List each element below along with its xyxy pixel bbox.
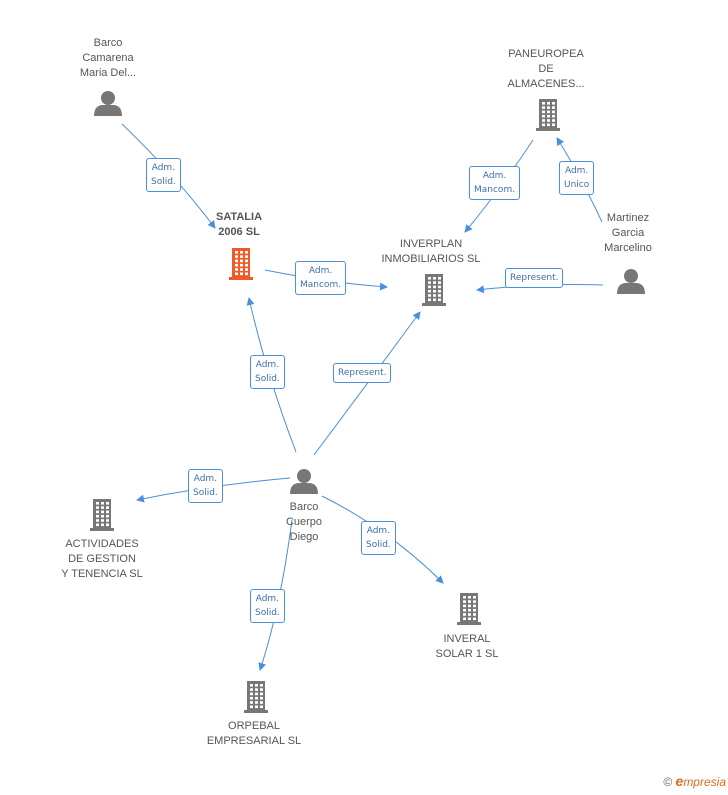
- edge-label-cuerpo-orpebal[interactable]: Adm. Solid.: [250, 589, 285, 623]
- edge-label-martinez-paneuropea[interactable]: Adm. Unico: [559, 161, 595, 195]
- node-label-actividades[interactable]: ACTIVIDADES DE GESTION Y TENENCIA SL: [61, 538, 143, 580]
- person-icon[interactable]: [290, 469, 318, 494]
- edge-cuerpo-inverplan: [313, 311, 421, 456]
- edge-label-paneuropea-inverplan[interactable]: Adm. Mancom.: [469, 166, 521, 200]
- edge-label-cuerpo-inveral[interactable]: Adm. Solid.: [361, 521, 396, 555]
- edges: [121, 123, 604, 671]
- edge-label-cuerpo-satalia[interactable]: Adm. Solid.: [250, 355, 285, 389]
- building-icon[interactable]: [536, 99, 560, 131]
- edge-label-martinez-inverplan[interactable]: Represent.: [505, 268, 564, 288]
- node-label-satalia[interactable]: SATALIA 2006 SL: [215, 211, 263, 238]
- person-icon[interactable]: [617, 269, 645, 294]
- building-icon[interactable]: [90, 499, 114, 531]
- node-label-barco-camarena[interactable]: Barco Camarena Maria Del...: [79, 37, 137, 79]
- edge-label-camarena-satalia[interactable]: Adm. Solid.: [146, 158, 181, 192]
- person-icon[interactable]: [94, 91, 122, 116]
- node-label-paneuropea[interactable]: PANEUROPEA DE ALMACENES...: [507, 48, 585, 90]
- building-icon[interactable]: [244, 681, 268, 713]
- building-icon[interactable]: [457, 593, 481, 625]
- brand-logo: empresia: [675, 773, 726, 789]
- edge-label-cuerpo-inverplan[interactable]: Represent.: [333, 363, 392, 383]
- node-label-inverplan[interactable]: INVERPLAN INMOBILIARIOS SL: [381, 238, 481, 265]
- node-label-martinez[interactable]: Martinez Garcia Marcelino: [604, 212, 652, 254]
- node-label-orpebal[interactable]: ORPEBAL EMPRESARIAL SL: [206, 720, 302, 747]
- edge-label-satalia-inverplan[interactable]: Adm. Mancom.: [295, 261, 347, 295]
- edge-label-cuerpo-actividades[interactable]: Adm. Solid.: [188, 469, 223, 503]
- node-label-barco-cuerpo[interactable]: Barco Cuerpo Diego: [285, 501, 323, 543]
- building-icon[interactable]: [229, 248, 253, 280]
- copyright-icon: ©: [663, 775, 673, 789]
- building-icon[interactable]: [422, 274, 446, 306]
- node-label-inveral[interactable]: INVERAL SOLAR 1 SL: [435, 633, 499, 660]
- footer-brand: © empresia: [663, 773, 726, 789]
